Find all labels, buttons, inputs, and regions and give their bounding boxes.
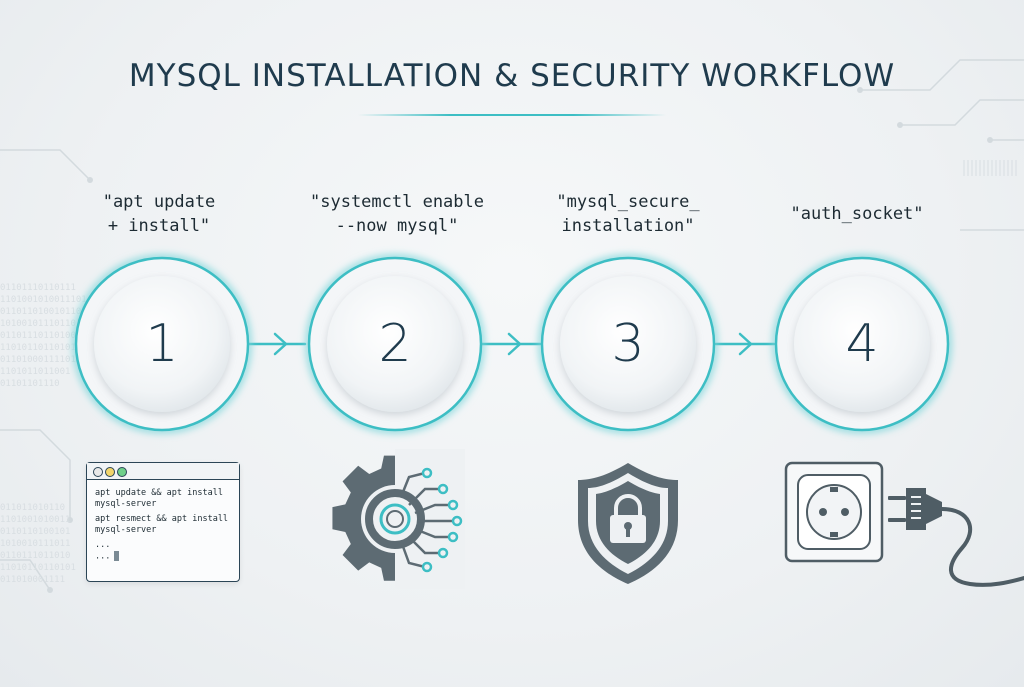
svg-text:1101011011001: 1101011011001: [0, 367, 70, 377]
terminal-maximize-dot: [117, 467, 127, 477]
terminal-line: apt resmect && apt install: [95, 514, 229, 524]
svg-text:0110111011010: 0110111011010: [0, 551, 70, 561]
connector-arrow-2-3: [480, 332, 542, 356]
socket-plug-icon: [784, 461, 1024, 587]
terminal-line: mysql-server: [95, 525, 157, 535]
step-2-number: 2: [378, 314, 412, 374]
step-3-number: 3: [611, 314, 645, 374]
connector-arrow-3-4: [714, 332, 776, 356]
step-2-circle: [306, 255, 484, 433]
connector-arrow-1-2: [246, 332, 307, 356]
terminal-title-bar: [87, 463, 239, 480]
step-1-caption: "apt update + install": [102, 192, 216, 236]
step-2-caption: "systemctl enable --now mysql": [310, 192, 484, 236]
step-4-caption: "auth_socket": [790, 204, 924, 224]
svg-text:011010001111: 011010001111: [0, 575, 65, 585]
svg-text:101001011101101: 101001011101101: [0, 319, 81, 329]
svg-text:01101101110: 01101101110: [0, 379, 60, 389]
svg-text:011011010010110: 011011010010110: [0, 307, 81, 317]
step-4-number: 4: [845, 314, 879, 374]
title-underline: [358, 114, 666, 116]
step-3-caption: "mysql_secure_ installation": [556, 192, 700, 236]
terminal-cursor: [114, 551, 120, 561]
svg-text:011011010110: 011011010110: [0, 503, 65, 513]
terminal-line: ...: [95, 551, 111, 562]
gear-circuit-icon: [332, 449, 465, 589]
svg-text:1101001010011101: 1101001010011101: [0, 295, 87, 305]
svg-text:0110100011110110: 0110100011110110: [0, 355, 87, 365]
svg-text:01101110110100: 01101110110100: [0, 331, 76, 341]
step-1-circle: [73, 255, 251, 433]
terminal-line: apt update && apt install: [95, 488, 223, 498]
svg-text:1010010111011: 1010010111011: [0, 539, 70, 549]
terminal-body: apt update && apt install mysql-server a…: [87, 480, 239, 563]
svg-text:11010110110101: 11010110110101: [0, 563, 76, 573]
step-1-number: 1: [145, 314, 179, 374]
terminal-minimize-dot: [105, 467, 115, 477]
svg-text:110101101101011: 110101101101011: [0, 343, 81, 353]
svg-text:1101001010011: 1101001010011: [0, 515, 70, 525]
terminal-prompt-line: ...: [95, 551, 239, 563]
svg-text:01101110110111: 01101110110111: [0, 283, 76, 293]
terminal-window-icon: apt update && apt install mysql-server a…: [86, 462, 240, 582]
diagram-title: MYSQL INSTALLATION & SECURITY WORKFLOW: [128, 58, 896, 94]
shield-lock-icon: [578, 463, 678, 584]
step-4-circle: [773, 255, 951, 433]
step-3-circle: [539, 255, 717, 433]
terminal-line: ...: [95, 540, 111, 550]
terminal-close-dot: [93, 467, 103, 477]
terminal-line: mysql-server: [95, 499, 157, 509]
svg-text:0110110100101: 0110110100101: [0, 527, 70, 537]
